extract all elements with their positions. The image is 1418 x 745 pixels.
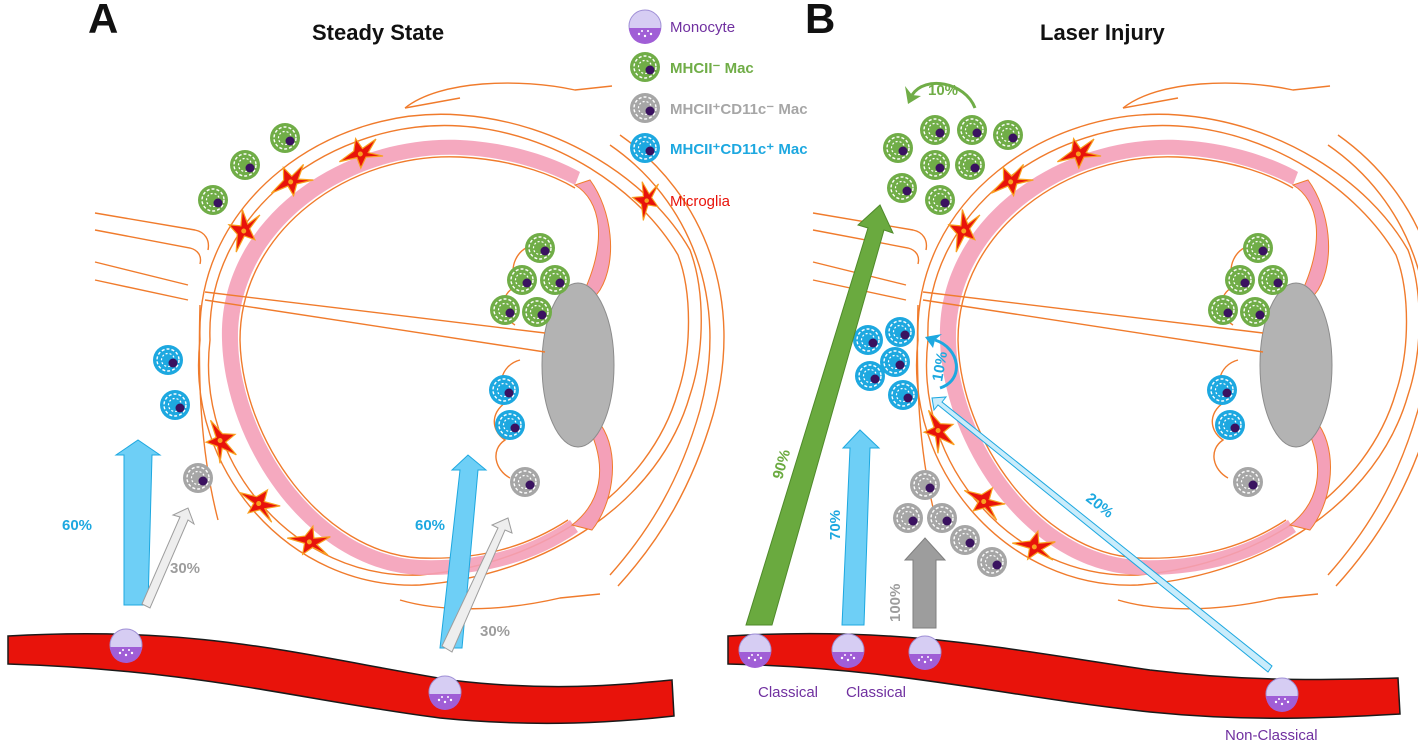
- mhcii-cd11c-pos-macrophage: [488, 374, 520, 406]
- arrow-label: 60%: [62, 517, 92, 534]
- monocyte-cell: [908, 635, 942, 671]
- recycle-arrowhead-green: [905, 86, 921, 104]
- mhcii-neg-macrophage: [524, 232, 556, 264]
- blue-macrophage-icon: [629, 132, 661, 164]
- mhcii-neg-macrophage: [1224, 264, 1256, 296]
- mhcii-neg-macrophage: [229, 149, 261, 181]
- legend-label-mhcii-pos-cd11c-pos: MHCII⁺CD11c⁺ Mac: [670, 141, 808, 158]
- gray-macrophage-icon: [629, 92, 661, 124]
- monocyte-cell: [831, 633, 865, 669]
- mhcii-cd11c-pos-macrophage: [884, 316, 916, 348]
- arrow-blue-b: [841, 429, 881, 626]
- arrow-label: 100%: [887, 584, 904, 622]
- mhcii-cd11c-pos-macrophage: [852, 324, 884, 356]
- mhcii-pos-cd11c-neg-macrophage: [892, 502, 924, 534]
- mhcii-neg-macrophage: [521, 296, 553, 328]
- mhcii-neg-macrophage: [919, 149, 951, 181]
- legend-label-mhcii-neg: MHCII⁻ Mac: [670, 60, 754, 77]
- arrow-gray-a2: [441, 517, 513, 653]
- panel-b-title: Laser Injury: [1040, 20, 1165, 45]
- panel-a: A Steady State 60% 30%: [7, 0, 725, 725]
- blood-vessel-a: [7, 632, 675, 725]
- mhcii-neg-macrophage: [956, 114, 988, 146]
- legend-label-monocyte: Monocyte: [670, 19, 735, 36]
- mhcii-neg-macrophage: [1239, 296, 1271, 328]
- eye-illustration-a: [94, 82, 725, 610]
- mhcii-cd11c-pos-macrophage: [152, 344, 184, 376]
- monocyte-cell: [428, 675, 462, 711]
- arrow-green-b: [745, 204, 894, 626]
- mhcii-neg-macrophage: [1207, 294, 1239, 326]
- arrow-label: 20%: [1083, 490, 1117, 522]
- legend-label-microglia: Microglia: [670, 193, 731, 210]
- legend: Monocyte MHCII⁻ Mac MHCII⁺CD11c⁻ Mac MHC…: [625, 9, 808, 225]
- mhcii-neg-macrophage: [539, 264, 571, 296]
- arrow-gray-b: [903, 537, 947, 629]
- monocyte-label-nonclassical: Non-Classical: [1225, 727, 1318, 744]
- legend-label-mhcii-pos-cd11c-neg: MHCII⁺CD11c⁻ Mac: [670, 101, 808, 118]
- arrow-blue-thin-b: [931, 396, 1273, 673]
- mhcii-neg-macrophage: [954, 149, 986, 181]
- mhcii-neg-macrophage: [886, 172, 918, 204]
- panel-b-letter: B: [805, 0, 835, 42]
- mhcii-neg-macrophage: [924, 184, 956, 216]
- mhcii-cd11c-pos-macrophage: [1214, 409, 1246, 441]
- arrow-label: 90%: [770, 448, 795, 482]
- mhcii-neg-macrophage: [882, 132, 914, 164]
- mhcii-neg-macrophage: [992, 119, 1024, 151]
- mhcii-pos-cd11c-neg-macrophage: [1232, 466, 1264, 498]
- mhcii-neg-macrophage: [489, 294, 521, 326]
- mhcii-pos-cd11c-neg-macrophage: [509, 466, 541, 498]
- monocyte-cell: [738, 633, 772, 669]
- mhcii-cd11c-pos-macrophage: [494, 409, 526, 441]
- green-macrophage-icon: [629, 51, 661, 83]
- mhcii-pos-cd11c-neg-macrophage: [926, 502, 958, 534]
- mhcii-neg-macrophage: [1242, 232, 1274, 264]
- monocyte-icon: [628, 9, 662, 45]
- mhcii-neg-macrophage: [197, 184, 229, 216]
- arrow-label: 30%: [480, 623, 510, 640]
- monocyte-cell: [109, 628, 143, 664]
- recycle-arrow-green: [910, 81, 977, 109]
- mhcii-neg-macrophage: [1257, 264, 1289, 296]
- mhcii-neg-macrophage: [269, 122, 301, 154]
- recycle-label: 10%: [928, 82, 958, 99]
- mhcii-pos-cd11c-neg-macrophage: [909, 469, 941, 501]
- mhcii-cd11c-pos-macrophage: [159, 389, 191, 421]
- mhcii-cd11c-pos-macrophage: [1206, 374, 1238, 406]
- recycle-label: 10%: [929, 350, 951, 383]
- panel-a-title: Steady State: [312, 20, 444, 45]
- mhcii-cd11c-pos-macrophage: [887, 379, 919, 411]
- blood-vessel-b: [727, 632, 1401, 720]
- arrow-label: 60%: [415, 517, 445, 534]
- mhcii-neg-macrophage: [506, 264, 538, 296]
- arrow-label: 30%: [170, 560, 200, 577]
- arrow-label: 70%: [827, 510, 844, 540]
- panel-a-letter: A: [88, 0, 118, 42]
- monocyte-label-classical: Classical: [846, 684, 906, 701]
- mhcii-pos-cd11c-neg-macrophage: [182, 462, 214, 494]
- recycle-arrow-blue: [934, 338, 958, 390]
- mhcii-pos-cd11c-neg-macrophage: [949, 524, 981, 556]
- mhcii-neg-macrophage: [919, 114, 951, 146]
- mhcii-pos-cd11c-neg-macrophage: [976, 546, 1008, 578]
- mhcii-cd11c-pos-macrophage: [854, 360, 886, 392]
- monocyte-label-classical: Classical: [758, 684, 818, 701]
- panel-b: B Laser Injury: [727, 0, 1418, 744]
- monocyte-cell: [1265, 677, 1299, 713]
- recycle-arrowhead-blue: [925, 334, 942, 348]
- arrow-gray-a1: [141, 507, 196, 609]
- arrow-blue-a1: [114, 439, 162, 606]
